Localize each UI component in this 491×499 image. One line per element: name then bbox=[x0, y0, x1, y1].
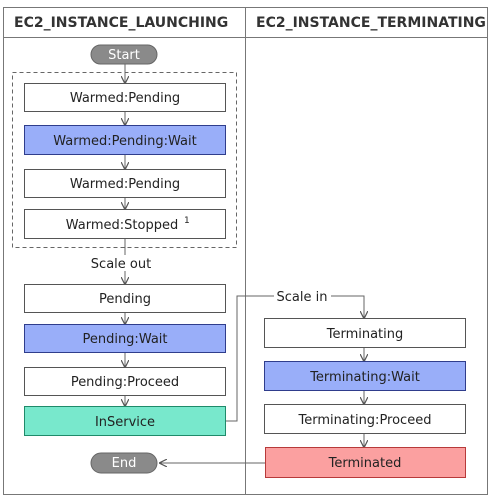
scale-out-label: Scale out bbox=[91, 257, 151, 272]
warmed-pending-wait-label: Warmed:Pending:Wait bbox=[53, 134, 196, 149]
start-label: Start bbox=[108, 48, 140, 63]
pending-wait-label: Pending:Wait bbox=[82, 332, 167, 347]
warmed-pending-label: Warmed:Pending bbox=[70, 91, 180, 106]
terminating-node bbox=[264, 318, 466, 348]
warmed-pending-label-2: Warmed:Pending bbox=[70, 177, 180, 192]
edge-scale-in-to-terminating bbox=[331, 295, 364, 318]
scale-in-label: Scale in bbox=[277, 290, 328, 305]
warmed-stopped-footnote: 1 bbox=[184, 216, 190, 226]
end-node bbox=[90, 452, 158, 474]
pending-proceed-label: Pending:Proceed bbox=[71, 375, 179, 390]
inservice-node bbox=[24, 406, 226, 436]
right-connectors bbox=[160, 348, 364, 463]
warmed-stopped-label: Warmed:Stopped bbox=[66, 218, 178, 233]
warmed-stopped-node bbox=[24, 209, 226, 239]
warmed-pending-node bbox=[24, 83, 226, 112]
pending-node bbox=[24, 284, 226, 313]
terminating-proceed-node bbox=[264, 404, 466, 434]
inservice-label: InService bbox=[95, 415, 155, 430]
terminated-node bbox=[265, 447, 466, 478]
warmed-pending-node-2 bbox=[24, 169, 226, 198]
pending-label: Pending bbox=[99, 292, 151, 307]
terminating-wait-node bbox=[264, 361, 466, 391]
lane-title-terminating: EC2_INSTANCE_TERMINATING bbox=[256, 15, 486, 31]
terminating-proceed-label: Terminating:Proceed bbox=[298, 413, 432, 428]
start-node bbox=[90, 44, 158, 65]
lane-title-launching: EC2_INSTANCE_LAUNCHING bbox=[14, 15, 228, 31]
terminating-label: Terminating bbox=[326, 327, 404, 342]
edge-inservice-to-scale-in bbox=[226, 295, 274, 422]
warmed-pending-wait-node bbox=[24, 125, 226, 155]
end-label: End bbox=[112, 456, 137, 471]
pending-proceed-node bbox=[24, 367, 226, 396]
terminating-wait-label: Terminating:Wait bbox=[309, 370, 420, 385]
scale-in-connector bbox=[226, 295, 364, 422]
pending-wait-node bbox=[24, 324, 226, 353]
terminated-label: Terminated bbox=[328, 456, 402, 471]
